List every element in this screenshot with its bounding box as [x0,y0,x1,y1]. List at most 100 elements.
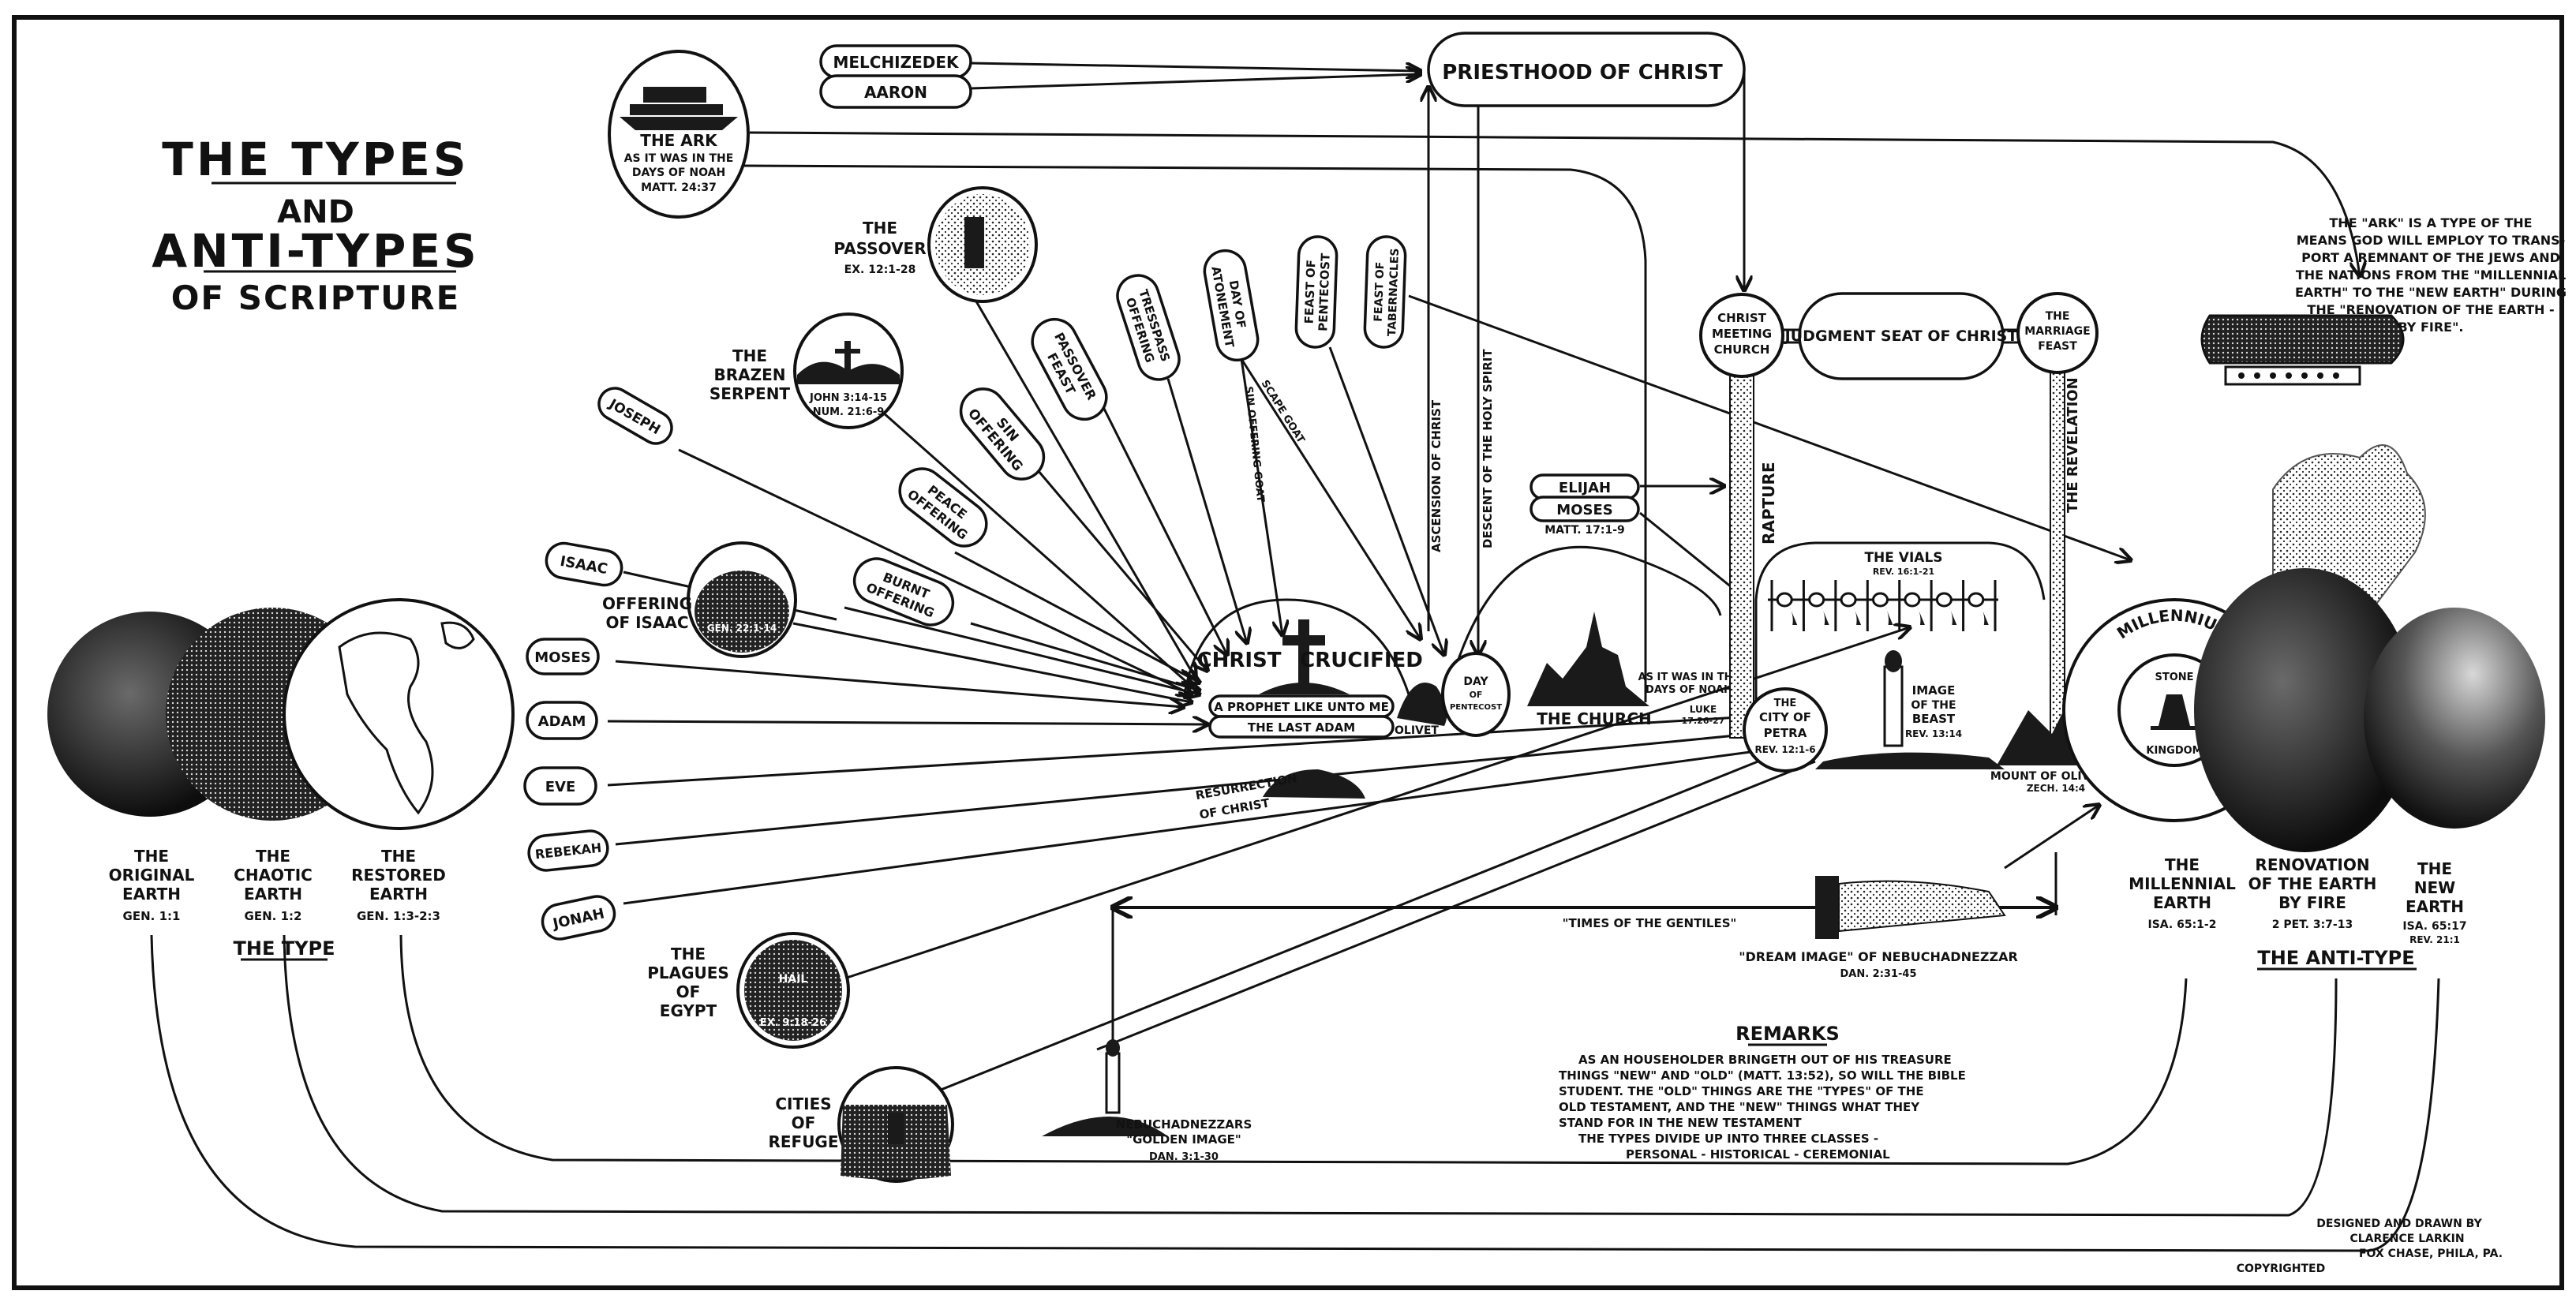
svg-text:ORIGINAL: ORIGINAL [109,866,195,885]
svg-text:17:26-27: 17:26-27 [1682,716,1725,726]
feast-of-pentecost[interactable]: FEAST OF PENTECOST [1294,235,1339,349]
svg-text:THE: THE [381,847,416,866]
svg-text:EARTH: EARTH [244,885,302,904]
vial-pour [1885,606,1893,625]
svg-text:DAY: DAY [1463,675,1488,688]
svg-text:CHRIST: CHRIST [1717,311,1766,325]
priesthood-of-christ[interactable]: PRIESTHOOD OF CHRIST [1427,32,1746,107]
svg-text:OLIVET: OLIVET [1395,724,1439,737]
day-of-atonement[interactable]: DAY OF ATONEMENT [1201,248,1261,364]
svg-text:THE LAST ADAM: THE LAST ADAM [1248,720,1355,735]
christ-meeting-church-node[interactable]: CHRIST MEETING CHURCH [1699,293,1784,378]
burnt-offering[interactable]: BURNT OFFERING [848,552,960,632]
aaron-pill[interactable] [819,74,972,109]
person-jonah[interactable]: JONAH [539,893,617,942]
moses-pill[interactable] [1530,496,1640,522]
svg-text:THE CHURCH: THE CHURCH [1537,709,1651,728]
svg-text:PASSOVER: PASSOVER [833,239,926,258]
scape-goat-label: SCAPE GOAT [1259,378,1307,445]
svg-text:EGYPT: EGYPT [660,1001,717,1020]
passover-node[interactable]: THE PASSOVER EX. 12:1-28 [833,186,1038,303]
peace-offering[interactable]: PEACE OFFERING [891,460,995,555]
svg-text:GEN. 1:1: GEN. 1:1 [123,909,181,923]
svg-text:LUKE: LUKE [1690,704,1717,715]
last-adam[interactable] [1208,715,1395,739]
svg-text:STUDENT. THE "OLD" THINGS ARE: STUDENT. THE "OLD" THINGS ARE THE "TYPES… [1559,1084,1924,1098]
svg-text:MOSES: MOSES [1556,502,1612,518]
svg-text:REV. 12:1-6: REV. 12:1-6 [1754,744,1815,755]
feast-of-tabernacles[interactable]: FEAST OF TABERNACLES [1363,235,1407,349]
elijah-moses-group: ELIJAH MOSES MATT. 17:1-9 [1530,473,1640,537]
svg-text:REFUGE: REFUGE [768,1132,838,1151]
restored-earth-globe [283,598,515,830]
svg-text:AS IT WAS IN THE: AS IT WAS IN THE [1638,672,1740,683]
svg-text:THE: THE [2417,859,2452,878]
vials-box[interactable]: THE VIALS REV. 16:1-21 [1754,541,2046,754]
christ-crucified-node[interactable]: CHRIST CRUCIFIED A PROPHET LIKE UNTO ME … [1182,598,1423,739]
church-node[interactable]: THE CHURCH [1527,612,1652,728]
ark-note: THE "ARK" IS A TYPE OF THE MEANS GOD WIL… [2295,215,2567,335]
vial-icon [1872,592,1889,608]
svg-text:CRUCIFIED: CRUCIFIED [1300,649,1423,672]
svg-text:COPYRIGHTED: COPYRIGHTED [2237,1263,2326,1275]
person-rebekah[interactable]: REBEKAH [527,829,609,872]
judgment-seat-node[interactable]: JUDGMENT SEAT OF CHRIST [1784,292,2018,380]
noah-days-note: AS IT WAS IN THE DAYS OF NOAH LUKE 17:26… [1638,672,1740,726]
svg-text:ZECH. 14:4: ZECH. 14:4 [2027,783,2085,794]
marriage-feast-node[interactable]: THE MARRIAGE FEAST [2016,292,2099,374]
golden-image-node[interactable]: NEBUCHADNEZZARS "GOLDEN IMAGE" DAN. 3:1-… [1042,1039,1252,1163]
petra-node[interactable]: THE CITY OF PETRA REV. 12:1-6 [1743,687,1828,773]
svg-text:DAN. 3:1-30: DAN. 3:1-30 [1149,1151,1219,1163]
svg-text:DESIGNED AND DRAWN BY: DESIGNED AND DRAWN BY [2316,1218,2482,1230]
svg-text:OF: OF [1470,690,1483,700]
ascension-label: ASCENSION OF CHRIST [1429,399,1443,552]
svg-text:THE: THE [2165,855,2200,874]
svg-text:MEANS GOD WILL EMPLOY TO TRANS: MEANS GOD WILL EMPLOY TO TRANS- [2297,233,2566,248]
vial-icon [1904,592,1921,608]
svg-text:CLARENCE LARKIN: CLARENCE LARKIN [2349,1233,2464,1245]
the-type-label: THE TYPE [234,937,335,960]
tresspass-offering[interactable]: TRESSPASS OFFERING [1112,270,1184,384]
svg-text:RENOVATION: RENOVATION [2255,855,2369,874]
svg-text:PLAGUES: PLAGUES [647,963,729,982]
person-joseph[interactable]: JOSEPH [593,383,678,450]
svg-text:NUM. 21:6-9: NUM. 21:6-9 [813,406,885,418]
day-of-pentecost-node[interactable]: DAY OF PENTECOST [1441,652,1511,737]
people-list: JOSEPH ISAAC MOSES ADAM EVE REBEKAH JONA… [523,383,678,942]
svg-text:REV. 13:14: REV. 13:14 [1905,728,1962,739]
brazen-serpent-node[interactable]: JOHN 3:14-15 NUM. 21:6-9 THE BRAZEN SERP… [710,312,904,429]
svg-text:BY FIRE: BY FIRE [2278,893,2346,912]
svg-text:SERPENT: SERPENT [710,384,791,403]
times-of-gentiles-label: "TIMES OF THE GENTILES" [1563,916,1737,930]
plagues-of-egypt-node[interactable]: HAIL EX. 9:18-26 THE PLAGUES OF EGYPT [647,932,850,1049]
svg-text:DAYS OF NOAH: DAYS OF NOAH [632,166,725,179]
chaotic-earth-label: THE CHAOTIC EARTH GEN. 1:2 [234,847,313,923]
passover-feast[interactable]: PASSOVER FEAST [1024,312,1114,427]
sin-offering[interactable]: SIN OFFERING [952,380,1053,488]
remarks-title: REMARKS [1735,1023,1840,1045]
svg-text:CITY OF: CITY OF [1759,710,1811,724]
beast-image-node[interactable]: IMAGE OF THE BEAST REV. 13:14 [1815,650,2005,769]
title-line-1: THE TYPES [162,133,469,186]
priesthood-types: MELCHIZEDEK AARON [819,44,972,109]
svg-text:AS AN HOUSEHOLDER BRINGETH OUT: AS AN HOUSEHOLDER BRINGETH OUT OF HIS TR… [1578,1053,1952,1067]
svg-text:RESTORED: RESTORED [351,866,446,885]
ark-node[interactable]: THE ARK AS IT WAS IN THE DAYS OF NOAH MA… [608,50,750,219]
svg-text:EARTH: EARTH [369,885,428,904]
svg-text:GEN. 1:2: GEN. 1:2 [245,909,302,923]
svg-text:KINGDOM: KINGDOM [2146,745,2202,757]
cities-of-refuge-node[interactable]: CITIES OF REFUGE [768,1066,954,1183]
offerings-list: PEACE OFFERING BURNT OFFERING SIN OFFERI… [848,235,1407,632]
svg-text:STAND FOR IN THE NEW TESTAMENT: STAND FOR IN THE NEW TESTAMENT [1559,1116,1802,1130]
person-adam[interactable] [526,701,598,740]
person-eve[interactable] [523,766,597,806]
svg-text:THE NATIONS FROM THE "MILLENNI: THE NATIONS FROM THE "MILLENNIAL [2296,268,2566,282]
offering-of-isaac-node[interactable]: GEN. 22:1-14 OFFERING OF ISAAC [602,541,797,658]
person-isaac[interactable]: ISAAC [544,541,624,588]
dream-image-node[interactable]: "DREAM IMAGE" OF NEBUCHADNEZZAR DAN. 2:3… [1739,876,2018,980]
svg-text:ISA. 65:1-2: ISA. 65:1-2 [2148,919,2217,931]
svg-text:PETRA: PETRA [1764,726,1807,740]
ark-title: THE ARK [640,131,718,150]
person-moses[interactable] [526,638,600,675]
svg-text:EX. 9:18-26: EX. 9:18-26 [760,1017,826,1029]
